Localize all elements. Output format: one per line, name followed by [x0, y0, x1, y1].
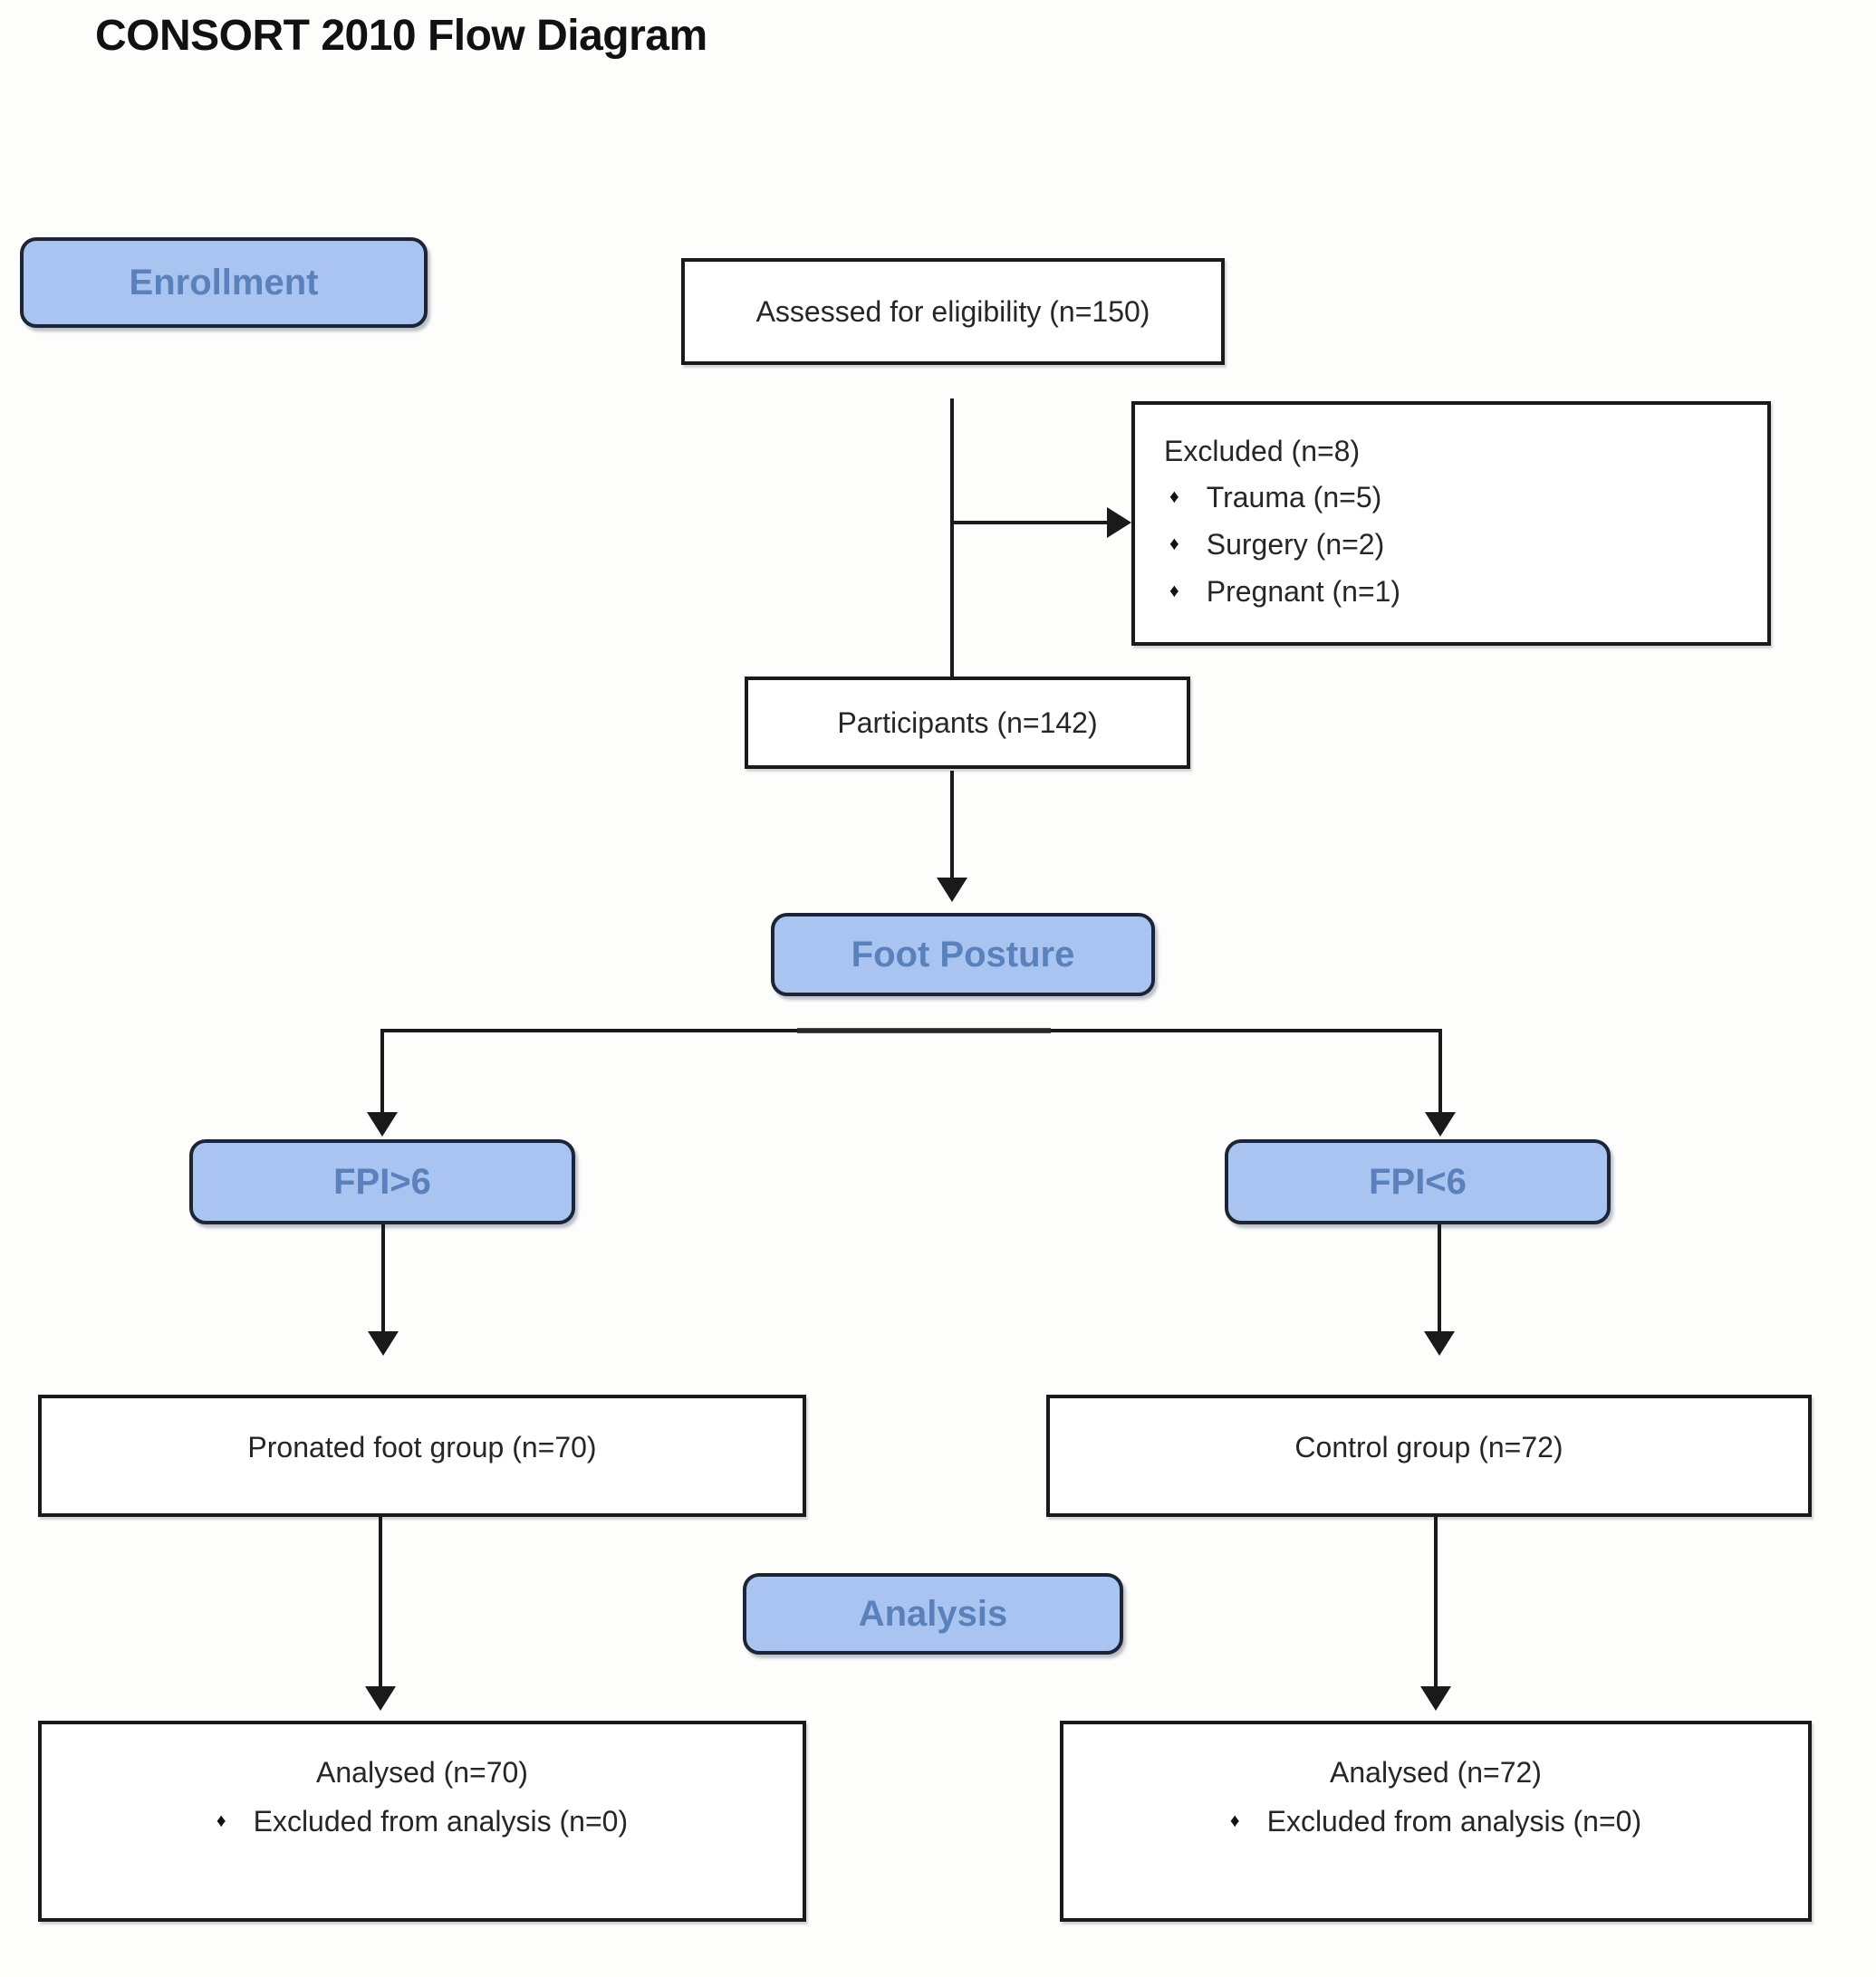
excluded-item-label: Surgery (n=2) — [1206, 528, 1385, 561]
analysed-left-box: Analysed (n=70) ♦ Excluded from analysis… — [38, 1721, 806, 1922]
arrow-down-icon — [937, 878, 967, 902]
arrow-down-icon — [1425, 1112, 1456, 1137]
connector-pronated-to-analysed — [379, 1517, 382, 1686]
bullet-diamond-icon: ♦ — [216, 1810, 226, 1831]
fpi-lt6-node: FPI<6 — [1225, 1139, 1611, 1224]
connector-control-to-analysed — [1434, 1517, 1438, 1686]
arrow-down-icon — [1420, 1686, 1451, 1711]
bullet-diamond-icon: ♦ — [1169, 581, 1179, 601]
analysed-right-line1: Analysed (n=72) — [1330, 1756, 1542, 1789]
fpi-gt6-node: FPI>6 — [189, 1139, 575, 1224]
excluded-item: ♦ Trauma (n=5) — [1164, 474, 1381, 521]
analysed-left-line1: Analysed (n=70) — [316, 1756, 528, 1789]
control-group-label: Control group (n=72) — [1294, 1431, 1563, 1464]
fpi-gt6-label: FPI>6 — [333, 1161, 431, 1202]
analysed-left-bullet-label: Excluded from analysis (n=0) — [253, 1805, 629, 1838]
connector-fpigt-to-pronated — [381, 1224, 385, 1331]
participants-label: Participants (n=142) — [837, 705, 1098, 739]
arrow-right-icon — [1107, 507, 1131, 538]
connector-assessed-to-participants — [950, 398, 954, 677]
analysis-label: Analysis — [858, 1593, 1008, 1634]
assessed-label: Assessed for eligibility (n=150) — [755, 294, 1150, 328]
excluded-box: Excluded (n=8) ♦ Trauma (n=5) ♦ Surgery … — [1131, 401, 1771, 646]
bullet-diamond-icon: ♦ — [1169, 533, 1179, 554]
analysis-node: Analysis — [743, 1573, 1123, 1655]
foot-posture-node: Foot Posture — [771, 913, 1155, 996]
branch-line-center-segment — [797, 1028, 1051, 1033]
foot-posture-label: Foot Posture — [851, 934, 1075, 974]
analysed-right-bullet-line: ♦ Excluded from analysis (n=0) — [1230, 1797, 1641, 1846]
connector-branch-right — [1438, 1029, 1442, 1112]
connector-participants-to-footposture — [950, 771, 954, 878]
fpi-lt6-label: FPI<6 — [1369, 1161, 1467, 1202]
pronated-group-box: Pronated foot group (n=70) — [38, 1395, 806, 1517]
arrow-down-icon — [1424, 1331, 1455, 1356]
excluded-heading: Excluded (n=8) — [1164, 435, 1361, 467]
control-group-box: Control group (n=72) — [1046, 1395, 1812, 1517]
connector-branch-left — [380, 1029, 384, 1112]
analysed-right-box: Analysed (n=72) ♦ Excluded from analysis… — [1060, 1721, 1812, 1922]
assessed-box: Assessed for eligibility (n=150) — [681, 258, 1225, 365]
enrollment-node: Enrollment — [20, 237, 428, 328]
excluded-item: ♦ Surgery (n=2) — [1164, 521, 1384, 568]
diagram-title: CONSORT 2010 Flow Diagram — [95, 12, 707, 60]
bullet-diamond-icon: ♦ — [1229, 1810, 1240, 1831]
connector-to-excluded — [952, 521, 1108, 524]
excluded-item: ♦ Pregnant (n=1) — [1164, 568, 1400, 615]
pronated-group-label: Pronated foot group (n=70) — [247, 1431, 597, 1464]
bullet-diamond-icon: ♦ — [1169, 486, 1179, 507]
analysed-right-bullet-label: Excluded from analysis (n=0) — [1266, 1805, 1642, 1838]
excluded-item-label: Pregnant (n=1) — [1206, 575, 1401, 608]
connector-fpilt-to-control — [1438, 1224, 1441, 1331]
arrow-down-icon — [367, 1112, 398, 1137]
arrow-down-icon — [368, 1331, 399, 1356]
participants-box: Participants (n=142) — [745, 677, 1190, 769]
arrow-down-icon — [365, 1686, 396, 1711]
analysed-left-bullet-line: ♦ Excluded from analysis (n=0) — [216, 1797, 628, 1846]
excluded-item-label: Trauma (n=5) — [1206, 481, 1382, 513]
enrollment-label: Enrollment — [129, 262, 319, 302]
